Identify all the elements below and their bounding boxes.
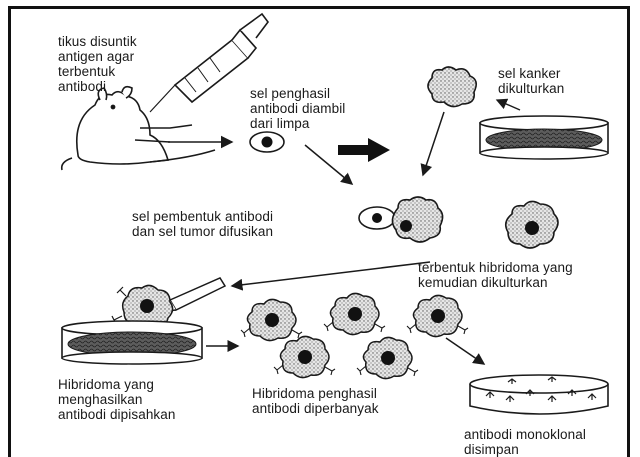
hybridoma-cell bbox=[506, 201, 558, 248]
hybridoma-clone bbox=[274, 336, 335, 377]
label-fusion: sel pembentuk antibodi dan sel tumor dif… bbox=[132, 209, 273, 239]
spleen-cell bbox=[250, 132, 284, 152]
label-multiplied: Hibridoma penghasil antibodi diperbanyak bbox=[252, 386, 379, 416]
hybridoma-clone bbox=[357, 337, 418, 378]
label-spleen-cells: sel penghasil antibodi diambil dari limp… bbox=[250, 86, 345, 131]
arrow-cancer-to-fusion bbox=[423, 112, 444, 175]
arrow-multiplied-to-stored bbox=[446, 338, 484, 364]
hybridoma-clone bbox=[324, 293, 385, 334]
label-hybridoma-culture: terbentuk hibridoma yang kemudian dikult… bbox=[418, 260, 573, 290]
fusion-cells bbox=[359, 197, 443, 242]
arrow-culture-to-cancer bbox=[497, 100, 520, 110]
label-cancer-culture: sel kanker dikulturkan bbox=[498, 66, 564, 96]
cancer-cell bbox=[428, 67, 476, 107]
culture-dish-cancer bbox=[480, 116, 608, 159]
thick-arrow bbox=[338, 138, 390, 162]
label-mouse-injection: tikus disuntik antigen agar terbentuk an… bbox=[58, 34, 137, 94]
hybridoma-clone bbox=[407, 295, 468, 336]
label-separated: Hibridoma yang menghasilkan antibodi dip… bbox=[58, 377, 176, 422]
antibody-storage-dish bbox=[470, 375, 608, 414]
arrow-hybridoma-to-separation bbox=[232, 262, 430, 286]
label-stored: antibodi monoklonal disimpan bbox=[464, 427, 586, 457]
culture-dish-hybridoma bbox=[62, 321, 202, 364]
hybridoma-clone bbox=[241, 299, 302, 340]
multiplied-hybridomas bbox=[241, 293, 468, 378]
